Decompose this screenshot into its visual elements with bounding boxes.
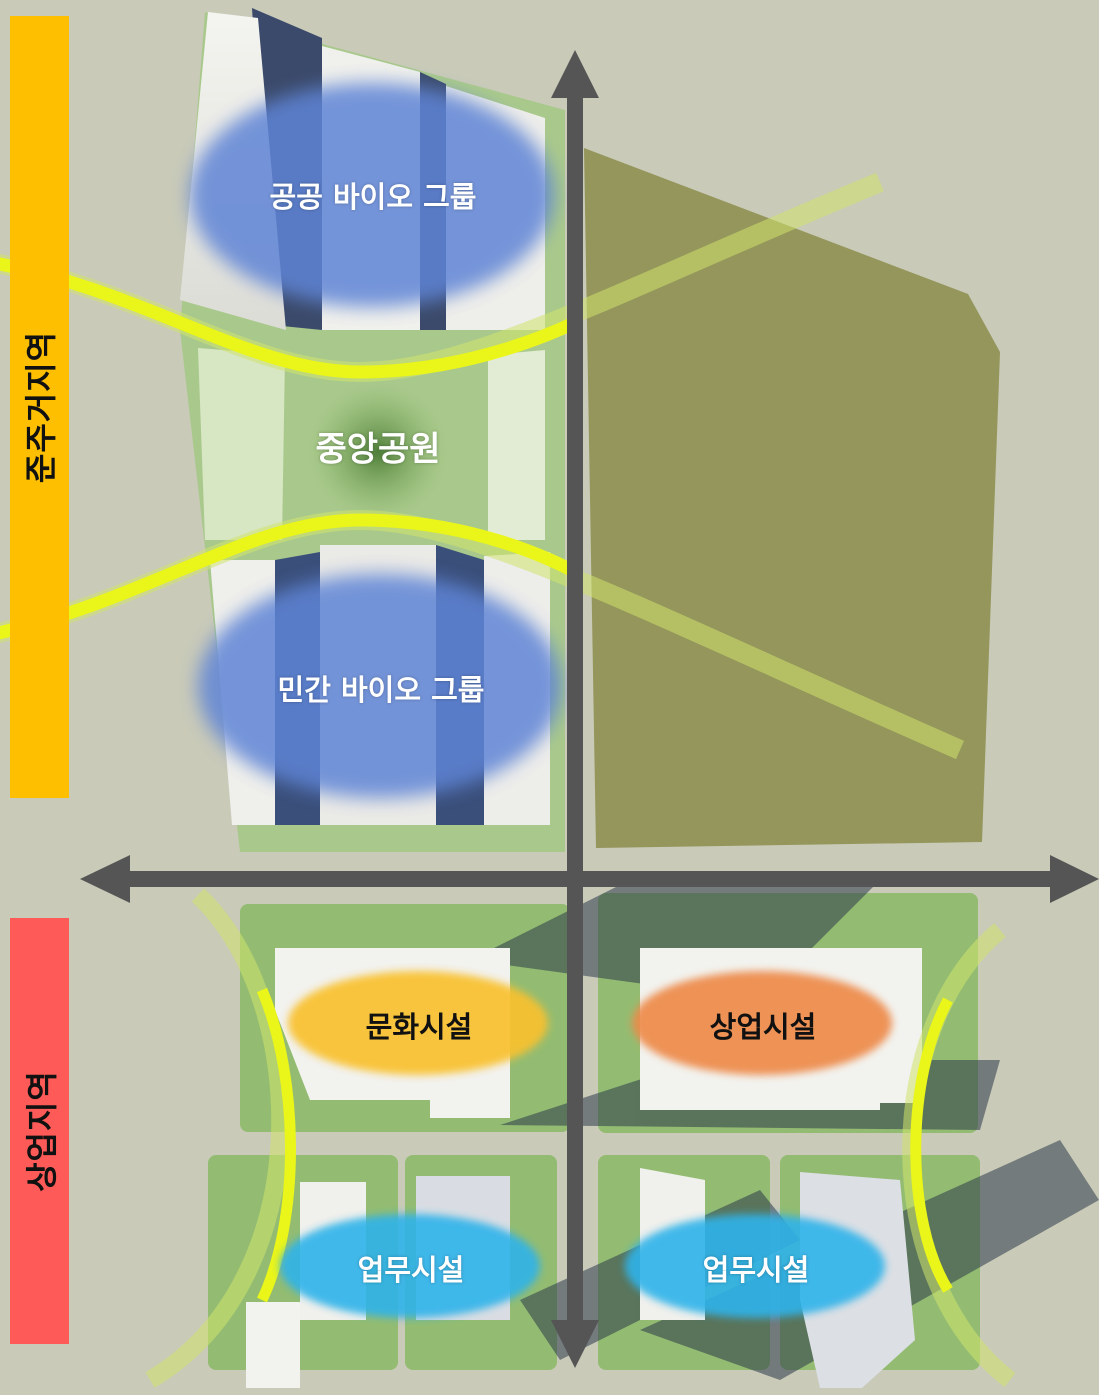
horizontal-axis-shaft — [120, 871, 1060, 887]
commercial-zone-bar: 상업지역 — [10, 918, 69, 1344]
central-park-area — [308, 382, 448, 522]
axis-arrow-left-icon — [80, 855, 130, 903]
commerce-label: 상업시설 — [709, 1010, 817, 1044]
public-bio-glow — [190, 83, 554, 307]
private-bio-glow — [198, 574, 562, 798]
axis-arrow-right-icon — [1050, 855, 1099, 903]
office-right-glow — [625, 1214, 885, 1318]
vertical-axis-shaft — [567, 90, 583, 1340]
open-space-block — [584, 148, 1000, 848]
culture-label: 문화시설 — [365, 1010, 473, 1044]
residential-zone-label: 준주거지역 — [22, 330, 61, 484]
commerce-glow — [632, 971, 892, 1075]
office-left-label: 업무시설 — [357, 1253, 465, 1287]
culture-glow — [288, 971, 548, 1075]
office-right-label: 업무시설 — [702, 1253, 810, 1287]
commercial-zone-label: 상업지역 — [22, 1070, 61, 1192]
office-left-glow — [280, 1214, 540, 1318]
public-bio-label: 공공 바이오 그룹 — [269, 180, 477, 214]
axis-arrow-down-icon — [551, 1320, 599, 1368]
axis-arrow-up-icon — [551, 50, 599, 98]
residential-zone-bar: 준주거지역 — [10, 16, 69, 798]
green-corridors — [0, 172, 1016, 1388]
central-park-label: 중앙공원 — [315, 429, 441, 470]
axis-arrows — [80, 50, 1099, 1368]
private-bio-label: 민간 바이오 그룹 — [277, 673, 485, 707]
